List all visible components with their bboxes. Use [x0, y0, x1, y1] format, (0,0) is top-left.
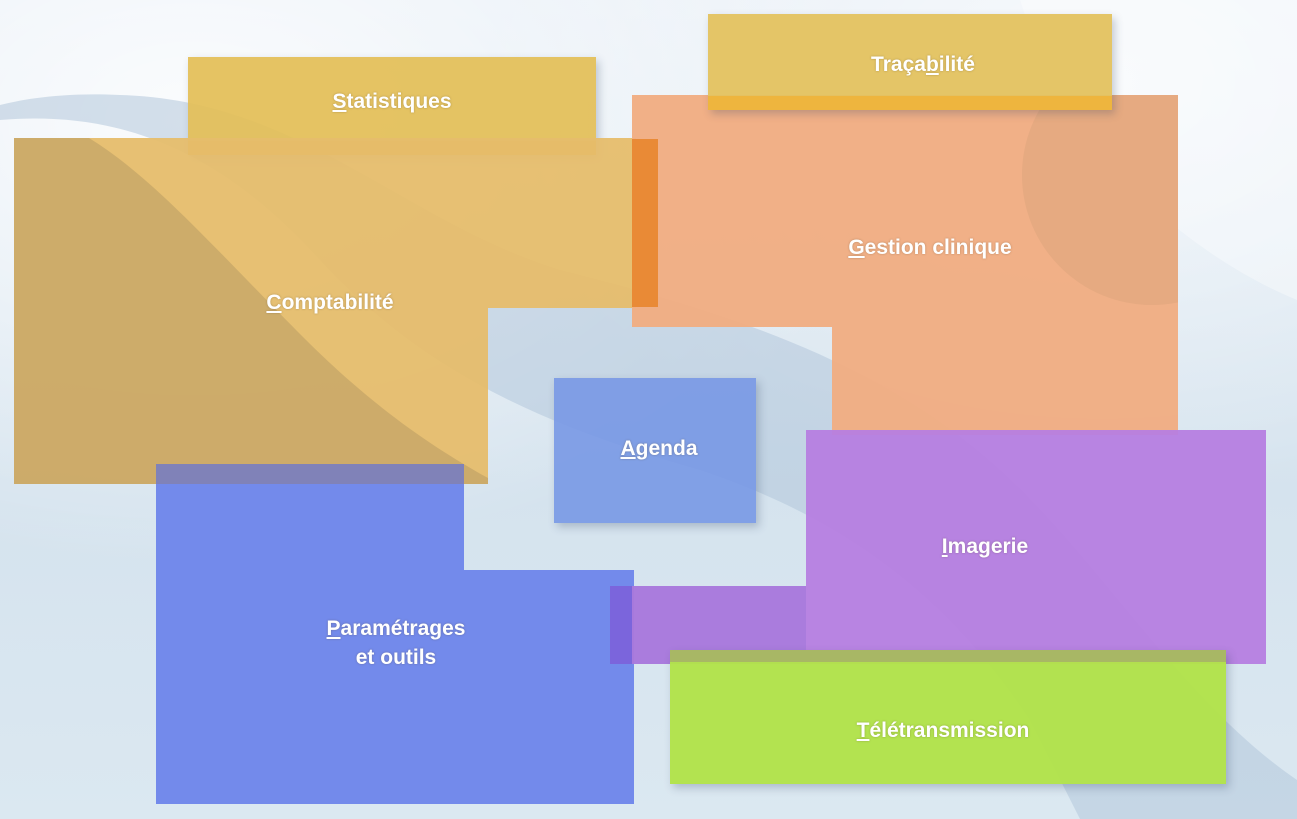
comptabilite-label-rest: omptabilité: [281, 291, 394, 314]
tracabilite-label[interactable]: Traçabilité: [708, 50, 1138, 79]
parametrages-label[interactable]: Paramétrages et outils: [266, 614, 526, 672]
parametrages-label-line1: Paramétrages: [266, 614, 526, 643]
teletransmission-shortcut-key: T: [856, 719, 870, 742]
parametrages-label-rest: aramétrages: [340, 617, 466, 640]
agenda-label-rest: genda: [635, 437, 698, 460]
tracabilite-shortcut-key: b: [925, 53, 939, 76]
comptabilite-shortcut-key: C: [266, 291, 282, 314]
imagerie-tile[interactable]: [610, 430, 1268, 666]
parametrages-tile[interactable]: [156, 464, 636, 804]
teletransmission-tile[interactable]: [670, 650, 1226, 784]
gestion-clinique-label-rest: estion clinique: [864, 236, 1012, 259]
statistiques-label[interactable]: Statistiques: [188, 87, 596, 116]
tracabilite-tile[interactable]: [708, 14, 1112, 110]
tracabilite-label-pre: Traça: [871, 53, 926, 76]
comptabilite-tile[interactable]: [14, 138, 636, 488]
statistiques-label-rest: tatistiques: [346, 90, 452, 113]
teletransmission-label[interactable]: Télétransmission: [800, 716, 1086, 745]
teletransmission-label-rest: élétransmission: [869, 719, 1030, 742]
imagerie-shortcut-key: I: [941, 535, 948, 558]
gestion-clinique-shortcut-key: G: [848, 236, 865, 259]
imagerie-label-rest: magerie: [947, 535, 1029, 558]
tracabilite-label-rest: ilité: [938, 53, 975, 76]
comptabilite-label[interactable]: Comptabilité: [200, 288, 460, 317]
agenda-shortcut-key: A: [620, 437, 636, 460]
gestion-clinique-label[interactable]: Gestion clinique: [790, 233, 1070, 262]
agenda-label[interactable]: Agenda: [554, 434, 764, 463]
imagerie-label[interactable]: Imagerie: [880, 532, 1090, 561]
statistiques-shortcut-key: S: [332, 90, 347, 113]
agenda-tile[interactable]: [554, 378, 756, 523]
parametrages-shortcut-key: P: [326, 617, 341, 640]
gestion-clinique-tile[interactable]: [632, 95, 1178, 445]
parametrages-label-line2: et outils: [355, 646, 437, 669]
